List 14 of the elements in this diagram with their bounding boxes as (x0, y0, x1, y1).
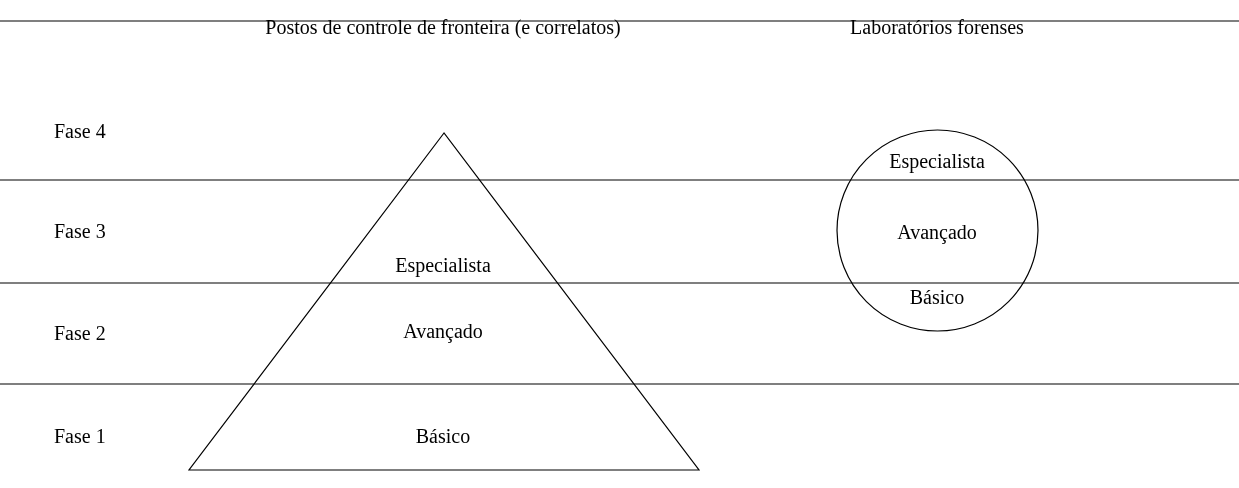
level-label: Básico (909, 286, 965, 308)
column-heading: Postos de controle de fronteira (e correlatos) (264, 16, 622, 38)
row-label: Fase 4 (54, 120, 106, 142)
level-label: Avançado (403, 320, 483, 342)
level-label: Especialista (889, 150, 985, 172)
row-label: Fase 1 (54, 425, 106, 447)
level-label: Básico (415, 425, 471, 447)
row-label: Fase 3 (54, 220, 106, 242)
row-label: Fase 2 (54, 322, 106, 344)
pyramid-triangle (188, 132, 700, 471)
column-heading: Laboratórios forenses (849, 16, 1025, 38)
level-label: Especialista (395, 254, 491, 276)
circle-shape (836, 129, 1039, 332)
level-label: Avançado (897, 221, 977, 243)
